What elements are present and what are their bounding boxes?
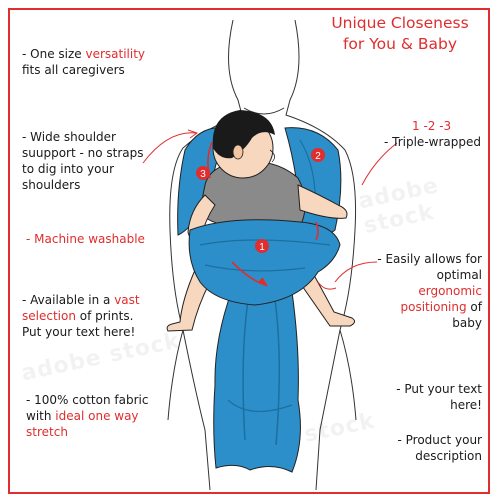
note-put-text: - Put your text here! bbox=[396, 382, 482, 412]
title-line-1: Unique Closeness bbox=[331, 14, 469, 32]
leader-lines bbox=[142, 129, 398, 290]
svg-text:2: 2 bbox=[315, 151, 321, 162]
note-machine-washable: - Machine washable bbox=[26, 232, 145, 246]
red-border-frame bbox=[8, 8, 490, 494]
page-title: Unique Closeness for You & Baby bbox=[312, 13, 488, 55]
note-cotton-fabric: - 100% cotton fabric with ideal one way … bbox=[26, 393, 149, 439]
note-versatility: - One size versatility fits all caregive… bbox=[22, 47, 146, 77]
baby-hair bbox=[212, 110, 275, 159]
wrap-tail bbox=[213, 289, 301, 473]
baby-ear bbox=[232, 144, 244, 160]
svg-text:3: 3 bbox=[200, 169, 206, 180]
title-line-2: for You & Baby bbox=[342, 35, 458, 53]
note-product-description: - Product your description bbox=[397, 433, 482, 463]
pass-marker-3: 3 bbox=[196, 166, 210, 180]
note-ergonomic: - Easily allows for optimal ergonomic po… bbox=[377, 252, 482, 330]
pass-marker-1: 1 bbox=[255, 239, 269, 253]
baby-right-arm bbox=[297, 184, 348, 219]
note-triple-wrapped: 1 -2 -3 - Triple-wrapped bbox=[384, 119, 481, 149]
baby-right-leg bbox=[297, 267, 356, 327]
note-shoulder-support: - Wide shoulder suupport - no straps to … bbox=[22, 130, 144, 192]
note-prints: - Available in a vast selection of print… bbox=[22, 293, 140, 339]
caregiver-outline bbox=[167, 19, 357, 491]
pass-marker-2: 2 bbox=[311, 148, 325, 162]
baby-left-leg bbox=[166, 269, 211, 332]
svg-text:1: 1 bbox=[259, 242, 265, 253]
